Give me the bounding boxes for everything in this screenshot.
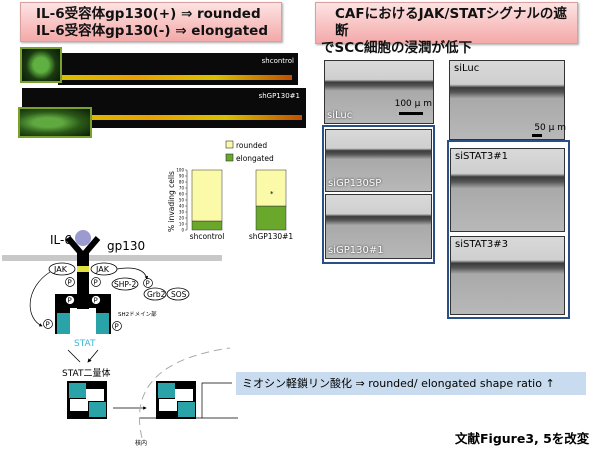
left-title-line1: IL-6受容体gp130(+) ⇒ rounded	[36, 6, 261, 22]
micrograph-siSTAT3-3: siSTAT3#3	[450, 236, 565, 315]
y-tick-label: 100	[176, 168, 184, 173]
nuclear-membrane	[138, 347, 231, 439]
right-title-line2: でSCC細胞の浸潤が低下	[321, 40, 473, 56]
gp130-receptor	[65, 236, 101, 309]
stat-dimer-label: STAT二量体	[62, 367, 110, 379]
result-text: ミオシン軽鎖リン酸化 ⇒ rounded/ elongated shape ra…	[242, 377, 555, 390]
legend-swatch-elongated	[225, 153, 234, 162]
cell-membrane	[2, 255, 222, 261]
x-tick-label: shGP130#1	[249, 232, 294, 241]
y-axis-label: % invading cells	[167, 171, 176, 232]
legend-swatch-rounded	[225, 140, 234, 149]
stat-dimer-cytoplasm	[67, 381, 107, 419]
grb2-label: Grb2	[147, 290, 166, 299]
left-title-box: IL-6受容体gp130(+) ⇒ rounded IL-6受容体gp130(-…	[20, 2, 282, 42]
y-tick-label: 50	[179, 198, 185, 203]
micrograph-siGP130SP: siGP130SP	[325, 129, 432, 192]
stat-label: STAT	[74, 339, 96, 349]
y-tick-label: 60	[179, 192, 185, 197]
bar-rounded-shGP130#1	[255, 169, 287, 207]
y-tick-label: 40	[179, 204, 185, 209]
y-tick-label: 90	[179, 174, 185, 179]
micrograph-siLuc-right: siLuc 50 μ m	[449, 60, 566, 140]
svg-text:P: P	[146, 280, 150, 288]
y-tick-label: 30	[179, 210, 185, 215]
il6-signaling-diagram: IL-6 gp130 JAK JAK SHP-2 Grb2 SOS P P P …	[2, 230, 238, 447]
bar-rounded-shcontrol	[191, 169, 223, 222]
svg-text:P: P	[68, 297, 72, 305]
svg-text:P: P	[94, 297, 98, 305]
strip-label: shGP130#1	[258, 92, 300, 100]
strip-label: shcontrol	[261, 57, 294, 65]
x-tick-label: shcontrol	[190, 232, 225, 241]
svg-text:P: P	[46, 321, 50, 329]
jak-left	[48, 262, 76, 276]
svg-text:P: P	[115, 323, 119, 331]
stat-dimer-nucleus	[156, 381, 196, 419]
panel-label: siSTAT3#1	[455, 151, 508, 162]
blue-group-gp130	[322, 125, 435, 264]
sos-label: SOS	[171, 290, 187, 299]
invading-cells-bar-chart: rounded elongated % invading cells 01020…	[167, 140, 294, 241]
micrograph-siLuc-left: siLuc 100 μ m	[324, 60, 434, 124]
scale-bar	[532, 134, 542, 137]
box-motif	[77, 266, 89, 272]
nucleus-label: 核内	[135, 439, 147, 447]
gp130-label: gp130	[107, 239, 145, 253]
scale-label: 50 μ m	[534, 123, 566, 133]
shp2	[111, 277, 139, 291]
scale-bar	[399, 112, 423, 115]
panel-label: siSTAT3#3	[455, 239, 508, 250]
fluorescence-strip-shcontrol: shcontrol	[58, 53, 298, 85]
blue-group-stat3	[447, 140, 570, 319]
scale-label: 100 μ m	[394, 99, 432, 109]
right-title-box: CAFにおけるJAK/STATシグナルの遮断 でSCC細胞の浸潤が低下	[315, 2, 578, 56]
svg-text:P: P	[94, 279, 98, 287]
y-tick-label: 70	[179, 186, 185, 191]
grb2	[143, 287, 167, 301]
shp2-label: SHP-2	[114, 280, 136, 289]
panel-label: siLuc	[327, 110, 353, 121]
y-tick-label: 0	[181, 228, 184, 233]
panel-label: siLuc	[454, 63, 480, 74]
significance-marker: *	[270, 190, 274, 198]
micrograph-siGP130-1: siGP130#1	[325, 194, 432, 259]
panel-label: siGP130#1	[328, 245, 384, 256]
right-title-line1: CAFにおけるJAK/STATシグナルの遮断	[335, 6, 567, 39]
micrograph-siSTAT3-1: siSTAT3#1	[450, 148, 565, 232]
il6-label: IL-6	[50, 233, 72, 247]
y-tick-label: 10	[179, 222, 185, 227]
legend-elongated: elongated	[236, 154, 274, 163]
cell-inset-rounded	[20, 47, 62, 83]
legend-rounded: rounded	[236, 141, 267, 150]
left-title-line2: IL-6受容体gp130(-) ⇒ elongated	[36, 23, 268, 39]
sos	[166, 287, 190, 301]
svg-text:P: P	[68, 279, 72, 287]
phospho-sites: P P P P P P P	[43, 277, 153, 331]
il6-ligand	[75, 230, 91, 246]
gene-promoter-arrow	[140, 382, 238, 419]
cell-inset-elongated	[18, 107, 92, 138]
citation: 文献Figure3, 5を改変	[455, 431, 590, 446]
y-tick-label: 80	[179, 180, 185, 185]
jak-left-label: JAK	[53, 265, 68, 274]
panel-label: siGP130SP	[328, 178, 382, 189]
bar-elongated-shGP130#1	[255, 205, 287, 231]
result-box: ミオシン軽鎖リン酸化 ⇒ rounded/ elongated shape ra…	[236, 372, 586, 395]
y-tick-label: 20	[179, 216, 185, 221]
jak-right-label: JAK	[95, 265, 110, 274]
sh2-label: SH2ドメイン部	[118, 310, 157, 318]
